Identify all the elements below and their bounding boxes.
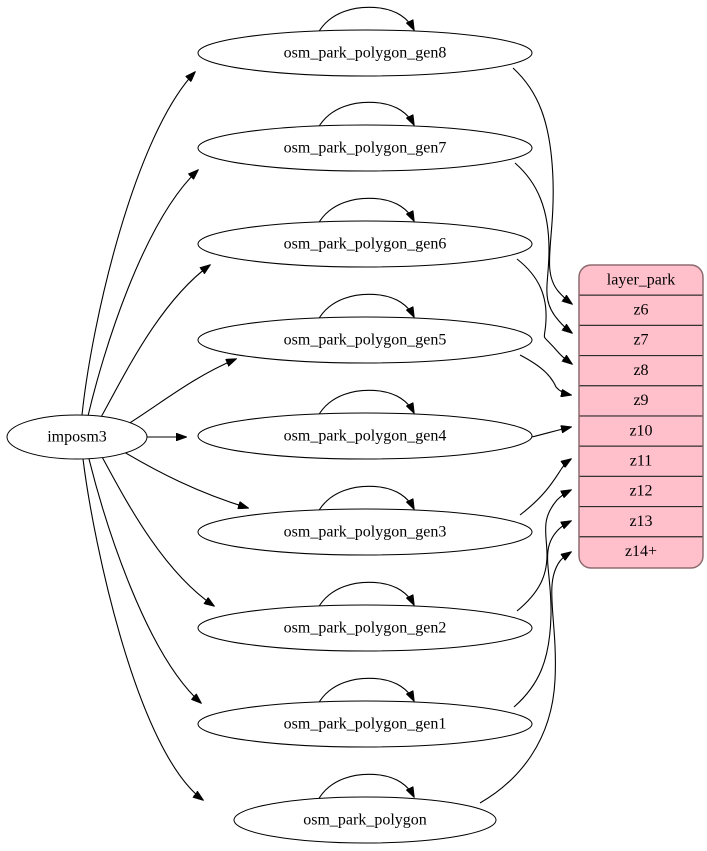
layer-park-table: layer_park z6 z7 z8 z9 z10 z11 z12 xyxy=(578,264,704,569)
table-row-z10-label: z10 xyxy=(629,422,652,439)
self-loop-gen7 xyxy=(317,101,414,129)
table-row-z9-label: z9 xyxy=(633,392,648,409)
table-row-z12-label: z12 xyxy=(629,483,652,500)
edge-imposm3-to-gen8 xyxy=(81,72,195,416)
self-loop-gen8 xyxy=(317,6,414,34)
node-gen1-label: osm_park_polygon_gen1 xyxy=(284,716,447,733)
edge-gen8-to-z6 xyxy=(512,67,572,304)
table-row-z8-label: z8 xyxy=(633,362,648,379)
edge-gen1-to-z13 xyxy=(513,521,571,708)
node-imposm3[interactable]: imposm3 xyxy=(6,414,148,460)
edge-imposm3-to-gen6 xyxy=(99,265,210,420)
node-group: imposm3 osm_park_polygon_gen8 osm_park_p… xyxy=(6,29,533,844)
node-gen5-label: osm_park_polygon_gen5 xyxy=(284,332,447,349)
table-row-z10-cell[interactable] xyxy=(578,415,704,447)
node-gen1-shape[interactable] xyxy=(197,700,533,748)
self-loop-gen3 xyxy=(317,485,414,513)
node-imposm3-shape[interactable] xyxy=(6,414,148,460)
edges-from-imposm3 xyxy=(81,72,248,800)
node-gen4-shape[interactable] xyxy=(197,412,533,460)
edge-gen5-to-z9 xyxy=(519,354,571,395)
table-row-z11-label: z11 xyxy=(630,452,653,469)
edges-to-layer-park xyxy=(479,67,572,804)
edge-gen2-to-z12 xyxy=(516,490,571,612)
table-row-z14plus-label: z14+ xyxy=(625,543,657,560)
node-osm-park-polygon-gen4[interactable]: osm_park_polygon_gen4 xyxy=(197,412,533,460)
table-header-label: layer_park xyxy=(607,272,675,289)
self-loop-gen2 xyxy=(317,581,414,609)
node-base-shape[interactable] xyxy=(233,796,497,844)
table-row-z13-label: z13 xyxy=(629,513,652,530)
node-imposm3-label: imposm3 xyxy=(47,429,107,446)
node-gen2-shape[interactable] xyxy=(197,604,533,652)
node-gen7-shape[interactable] xyxy=(197,124,533,172)
node-gen4-label: osm_park_polygon_gen4 xyxy=(284,428,447,445)
edge-imposm3-to-gen2 xyxy=(100,454,214,606)
self-loop-base xyxy=(317,773,414,801)
edge-imposm3-to-gen1 xyxy=(88,458,201,703)
node-osm-park-polygon-gen7[interactable]: osm_park_polygon_gen7 xyxy=(197,124,533,172)
node-osm-park-polygon-gen6[interactable]: osm_park_polygon_gen6 xyxy=(197,220,533,268)
node-osm-park-polygon[interactable]: osm_park_polygon xyxy=(233,796,497,844)
edge-imposm3-to-gen7 xyxy=(87,170,198,417)
edge-gen7-to-z7 xyxy=(514,162,572,333)
node-osm-park-polygon-gen5[interactable]: osm_park_polygon_gen5 xyxy=(197,316,533,364)
self-loop-gen4 xyxy=(317,389,414,417)
node-gen6-label: osm_park_polygon_gen6 xyxy=(284,236,447,253)
node-base-label: osm_park_polygon xyxy=(303,812,427,829)
self-loop-gen1 xyxy=(317,677,414,705)
edge-gen3-to-z11 xyxy=(519,459,571,516)
edge-gen6-to-z8 xyxy=(516,258,572,364)
node-osm-park-polygon-gen3[interactable]: osm_park_polygon_gen3 xyxy=(197,508,533,556)
node-gen8-shape[interactable] xyxy=(197,29,533,77)
node-gen7-label: osm_park_polygon_gen7 xyxy=(284,140,447,157)
table-row-z11-cell[interactable] xyxy=(578,445,704,477)
node-gen3-shape[interactable] xyxy=(197,508,533,556)
node-gen8-label: osm_park_polygon_gen8 xyxy=(284,45,447,62)
table-row-z7-label: z7 xyxy=(633,332,648,349)
node-osm-park-polygon-gen1[interactable]: osm_park_polygon_gen1 xyxy=(197,700,533,748)
table-row-z6-label: z6 xyxy=(633,301,648,318)
table-outer-outline xyxy=(578,264,704,569)
node-osm-park-polygon-gen8[interactable]: osm_park_polygon_gen8 xyxy=(197,29,533,77)
self-loop-edges xyxy=(317,6,414,801)
self-loop-gen5 xyxy=(317,293,414,321)
edge-imposm3-to-gen5 xyxy=(127,359,236,425)
node-gen6-shape[interactable] xyxy=(197,220,533,268)
node-gen5-shape[interactable] xyxy=(197,316,533,364)
edge-imposm3-to-base xyxy=(82,458,203,800)
edge-base-to-z14plus xyxy=(479,552,571,804)
node-osm-park-polygon-gen2[interactable]: osm_park_polygon_gen2 xyxy=(197,604,533,652)
node-gen2-label: osm_park_polygon_gen2 xyxy=(284,620,447,637)
edge-imposm3-to-gen3 xyxy=(123,451,248,508)
edge-gen4-to-z10 xyxy=(531,427,571,438)
self-loop-gen6 xyxy=(317,197,414,225)
node-gen3-label: osm_park_polygon_gen3 xyxy=(284,524,447,541)
